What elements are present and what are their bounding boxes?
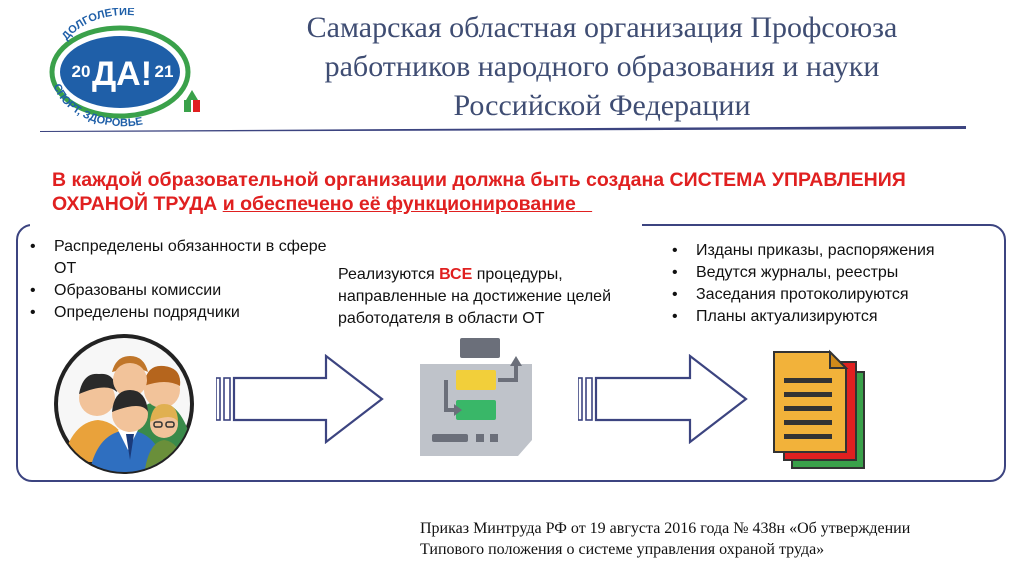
middle-text-highlight: ВСЕ	[439, 266, 473, 283]
logo-left-number: 20	[72, 62, 91, 81]
page-title: Самарская областная организация Профсоюз…	[232, 8, 972, 125]
headline-part-3: и обеспечено её функционирование	[222, 193, 576, 215]
list-item: Определены подрядчики	[28, 302, 338, 324]
list-item: Заседания протоколируются	[670, 284, 990, 306]
left-list: Распределены обязанности в сфере ОТ Обра…	[28, 236, 338, 324]
right-list: Изданы приказы, распоряжения Ведутся жур…	[670, 240, 990, 328]
frame-gap	[30, 218, 642, 230]
middle-text-after: процедуры, направленные на достижение це…	[338, 266, 611, 327]
footnote: Приказ Минтруда РФ от 19 августа 2016 го…	[420, 518, 1020, 560]
people-group-icon	[54, 334, 194, 474]
arrow-right-icon	[216, 354, 384, 444]
arrow-right-icon	[578, 354, 748, 444]
logo-dolgoletie-2021: ДОЛГОЛЕТИЕ СПОРТ, ЗДОРОВЬЕ 20 ДА! 21	[49, 8, 200, 128]
list-item: Изданы приказы, распоряжения	[670, 240, 990, 262]
middle-text: Реализуются ВСЕ процедуры, направленные …	[338, 264, 658, 330]
title-line-2: работников народного образования и науки	[324, 50, 880, 83]
book-emblem-icon	[184, 90, 200, 112]
list-item: Планы актуализируются	[670, 306, 990, 328]
logo-center-text: ДА!	[92, 55, 152, 93]
list-item: Распределены обязанности в сфере ОТ	[28, 236, 338, 280]
headline-part-2: ОХРАНОЙ ТРУДА	[52, 193, 218, 215]
list-item: Ведутся журналы, реестры	[670, 262, 990, 284]
footnote-line-1: Приказ Минтруда РФ от 19 августа 2016 го…	[420, 520, 911, 537]
headline: В каждой образовательной организации дол…	[52, 168, 1002, 216]
list-item: Образованы комиссии	[28, 280, 338, 302]
headline-part-1: В каждой образовательной организации дол…	[52, 169, 906, 191]
title-line-3: Российской Федерации	[453, 89, 751, 122]
middle-text-before: Реализуются	[338, 266, 440, 283]
documents-stack-icon	[773, 349, 865, 469]
process-workflow-icon	[420, 338, 532, 456]
logo-right-number: 21	[155, 62, 174, 81]
footnote-line-2: Типового положения о системе управления …	[420, 541, 825, 558]
title-divider	[40, 126, 966, 132]
title-line-1: Самарская областная организация Профсоюз…	[306, 11, 898, 44]
